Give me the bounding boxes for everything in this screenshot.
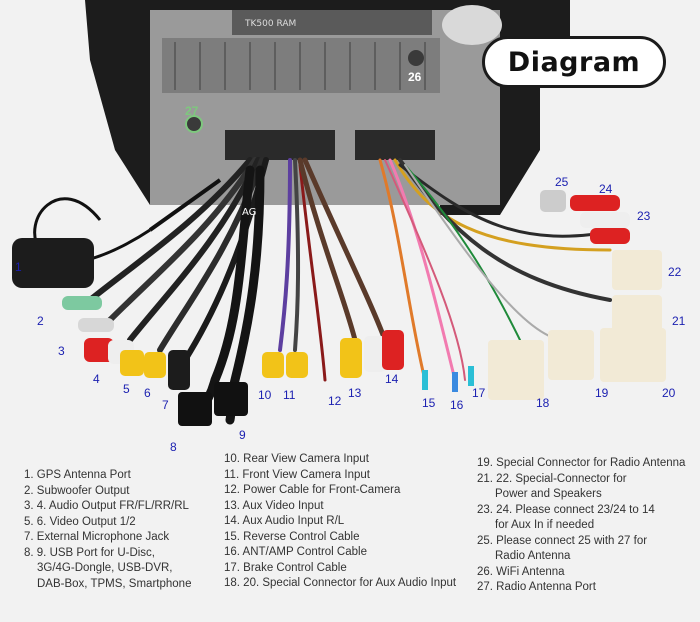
legend-line: 19. Special Connector for Radio Antenna: [477, 457, 686, 469]
callout-21: 21: [672, 314, 686, 328]
title-pill: Diagram: [482, 36, 666, 88]
callout-26: 26: [408, 70, 422, 84]
legend-line: for Aux In if needed: [495, 519, 595, 531]
legend-line: 14. Aux Audio Input R/L: [224, 515, 345, 527]
callout-24: 24: [599, 182, 613, 196]
callout-4: 4: [93, 372, 100, 386]
usb-port-9: [214, 382, 248, 416]
legend-line: 13. Aux Video Input: [224, 499, 324, 512]
callout-14: 14: [385, 372, 399, 386]
legend-line: 26. WiFi Antenna: [477, 565, 565, 578]
callout-23: 23: [637, 209, 651, 223]
legend-line: 2. Subwoofer Output: [24, 484, 130, 497]
legend-line: 23. 24. Please connect 23/24 to 14: [477, 503, 655, 516]
callout-17: 17: [472, 386, 486, 400]
legend-line: 1. GPS Antenna Port: [24, 469, 131, 481]
legend-column-3: 19. Special Connector for Radio Antenna …: [477, 456, 685, 596]
legend-line: 5. 6. Video Output 1/2: [24, 515, 136, 528]
legend-line: 21. 22. Special-Connector for: [477, 472, 627, 485]
callout-22: 22: [668, 265, 682, 279]
wiring-diagram: TK500 RAM: [12, 0, 686, 454]
side-text: AG: [242, 207, 256, 218]
legend-line: Radio Antenna: [495, 550, 571, 562]
legend-line: 10. Rear View Camera Input: [224, 453, 369, 465]
callout-9: 9: [239, 428, 246, 442]
legend-line: 15. Reverse Control Cable: [224, 530, 360, 543]
callout-15: 15: [422, 396, 436, 410]
callout-11: 11: [283, 388, 296, 402]
callout-7: 7: [162, 398, 169, 412]
connector-22: [612, 250, 662, 290]
callout-10: 10: [258, 388, 272, 402]
legend-line: DAB-Box, TPMS, Smartphone: [37, 577, 192, 590]
connector-20: [600, 328, 666, 382]
callout-18: 18: [536, 396, 550, 410]
callout-13: 13: [348, 386, 362, 400]
av-port-block: [225, 130, 335, 160]
callout-12: 12: [328, 394, 342, 408]
callout-27: 27: [185, 104, 199, 118]
legend-line: 3G/4G-Dongle, USB-DVR,: [37, 562, 173, 574]
radio-antenna-port[interactable]: [185, 115, 203, 133]
legend-line: 7. External Microphone Jack: [24, 531, 170, 543]
legend-line: 12. Power Cable for Front-Camera: [224, 484, 401, 496]
legend-column-2: 10. Rear View Camera Input 11. Front Vie…: [224, 452, 456, 592]
legend-line: 25. Please connect 25 with 27 for: [477, 534, 648, 547]
legend-line: 18. 20. Special Connector for Aux Audio …: [224, 577, 457, 589]
callout-5: 5: [123, 382, 130, 396]
callout-2: 2: [37, 314, 44, 328]
callout-20: 20: [662, 386, 676, 400]
callout-8: 8: [170, 440, 177, 454]
legend-line: 11. Front View Camera Input: [224, 468, 370, 481]
legend-line: 3. 4. Audio Output FR/FL/RR/RL: [24, 500, 189, 512]
callout-1: 1: [15, 260, 22, 274]
callout-6: 6: [144, 386, 151, 400]
legend-line: 27. Radio Antenna Port: [477, 581, 596, 593]
sticker: [442, 5, 502, 45]
usb-port-8: [178, 392, 212, 426]
callout-16: 16: [450, 398, 464, 412]
legend-line: 17. Brake Control Cable: [224, 561, 347, 574]
legend-line: 8. 9. USB Port for U-Disc,: [24, 546, 156, 559]
callout-25: 25: [555, 175, 569, 189]
legend-line: 16. ANT/AMP Control Cable: [224, 546, 367, 558]
connector-18: [488, 340, 544, 400]
gps-antenna: [12, 238, 94, 288]
connector-21: [612, 295, 662, 333]
diagram-title: Diagram: [507, 46, 641, 78]
power-port-block: [355, 130, 435, 160]
callout-19: 19: [595, 386, 609, 400]
legend-line: Power and Speakers: [495, 488, 602, 500]
legend-column-1: 1. GPS Antenna Port 2. Subwoofer Output …: [24, 468, 191, 592]
wifi-antenna-port[interactable]: [408, 50, 424, 66]
model-text: TK500 RAM: [244, 19, 296, 29]
callout-3: 3: [58, 344, 65, 358]
connector-19: [548, 330, 594, 380]
